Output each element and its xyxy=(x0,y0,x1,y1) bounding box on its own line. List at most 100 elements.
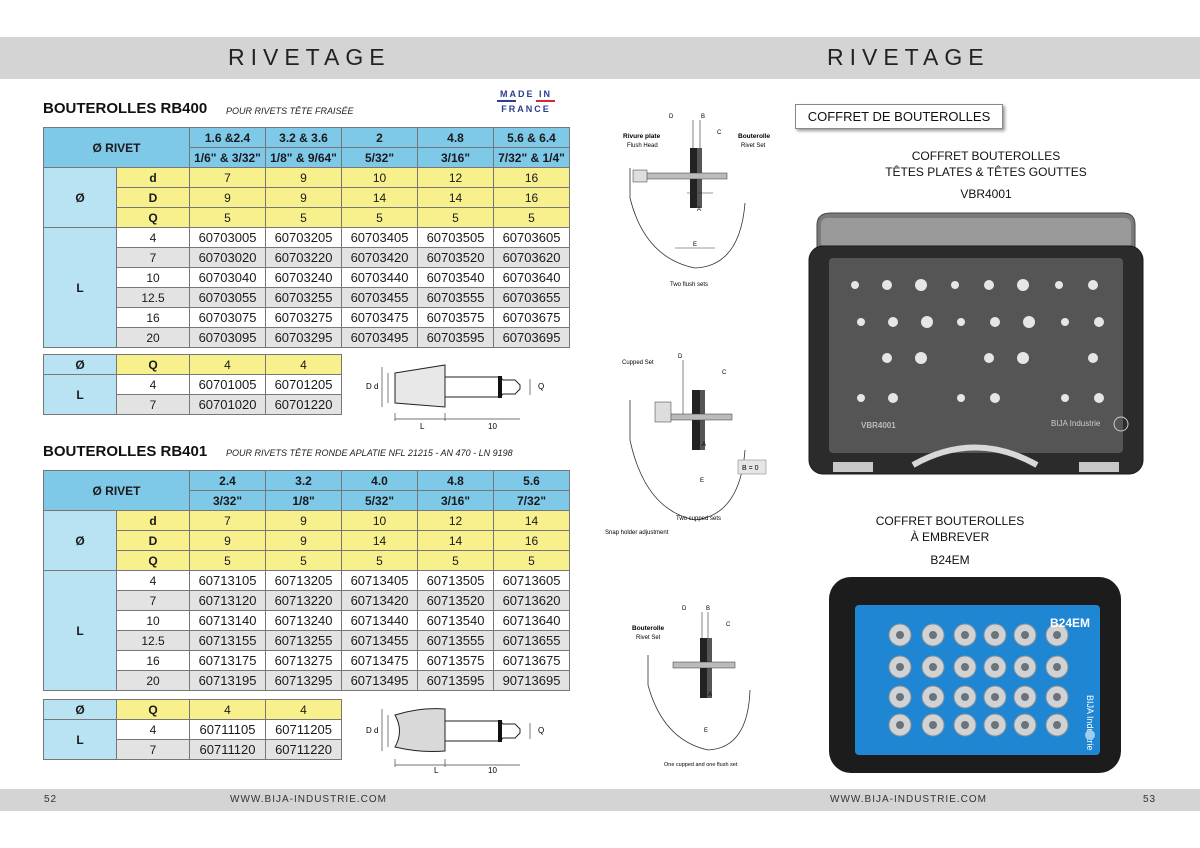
tool-socket-hole xyxy=(929,721,937,729)
tool-slot xyxy=(1061,318,1069,326)
tool-slot xyxy=(882,353,892,363)
rb400-small-table: Ø Q 4 4 L 4 60701005 60701205 7 60701020… xyxy=(43,354,342,415)
ref-cell: 60711205 xyxy=(265,719,342,740)
tool-slot xyxy=(857,318,865,326)
dim-key: Q xyxy=(116,699,190,720)
dim-value: 16 xyxy=(493,187,570,208)
ref-cell: 60713295 xyxy=(265,670,342,691)
tool-slot xyxy=(1094,317,1104,327)
tool-socket-hole xyxy=(1053,721,1061,729)
diagram-cupped-flush: D B C Bouterolle Rivet Set A E One cuppe… xyxy=(628,600,778,775)
ref-cell: 60713455 xyxy=(341,630,418,651)
coffret1-photo: VBR4001 BIJA Industrie xyxy=(803,210,1148,485)
ref-cell: 60713575 xyxy=(417,650,494,671)
dim-value: 14 xyxy=(417,530,494,551)
tool-socket-hole xyxy=(1053,631,1061,639)
ref-cell: 60713120 xyxy=(189,590,266,611)
svg-text:Bouterolle: Bouterolle xyxy=(632,625,665,632)
tool-slot xyxy=(1023,316,1035,328)
svg-text:D: D xyxy=(682,606,687,612)
tool-slot xyxy=(1061,394,1069,402)
ref-cell: 60703605 xyxy=(493,227,570,248)
drawing-label: Q xyxy=(538,726,544,735)
ref-cell: 60713155 xyxy=(189,630,266,651)
dim-value: 14 xyxy=(417,187,494,208)
coffret1-ref: VBR4001 xyxy=(960,187,1012,201)
ref-cell: 60713440 xyxy=(341,610,418,631)
ref-cell: 60713240 xyxy=(265,610,342,631)
size-header: 4.8 xyxy=(417,470,494,491)
dim-key: Q xyxy=(116,207,190,228)
coffret1-line2: TÊTES PLATES & TÊTES GOUTTES xyxy=(885,165,1087,179)
drawing-label: L xyxy=(420,422,425,431)
ref-cell: 60713655 xyxy=(493,630,570,651)
size-header: 2 xyxy=(341,127,418,148)
length-value: 4 xyxy=(116,227,190,248)
ref-cell: 60713620 xyxy=(493,590,570,611)
ref-cell: 60713640 xyxy=(493,610,570,631)
ref-cell: 60703440 xyxy=(341,267,418,288)
rb401-table: Ø RIVET 2.4 3.2 4.0 4.8 5.6 3/32" 1/8" 5… xyxy=(43,470,570,691)
ref-cell: 60713555 xyxy=(417,630,494,651)
svg-text:Flush Head: Flush Head xyxy=(627,143,658,149)
svg-text:Rivet Set: Rivet Set xyxy=(741,143,766,149)
ref-cell: 60703555 xyxy=(417,287,494,308)
header-band xyxy=(0,37,1200,79)
tool-slot xyxy=(984,280,994,290)
svg-text:Two flush sets: Two flush sets xyxy=(670,282,708,288)
tool-socket-hole xyxy=(1053,693,1061,701)
length-value: 12.5 xyxy=(116,630,190,651)
ref-cell: 60703475 xyxy=(341,307,418,328)
ref-cell: 60703055 xyxy=(189,287,266,308)
tool-slot xyxy=(984,353,994,363)
dim-value: 12 xyxy=(417,167,494,188)
ref-cell: 60701005 xyxy=(189,374,266,395)
ref-cell: 60703295 xyxy=(265,327,342,348)
tool-socket-hole xyxy=(896,663,904,671)
size-header: 3.2 xyxy=(265,470,342,491)
length-value: 4 xyxy=(116,719,190,740)
tool-slot xyxy=(857,394,865,402)
ref-cell: 60703575 xyxy=(417,307,494,328)
left-footer-url[interactable]: WWW.BIJA-INDUSTRIE.COM xyxy=(230,794,387,805)
dim-key: Q xyxy=(116,354,190,375)
tool-socket-hole xyxy=(1021,693,1029,701)
ref-cell: 60713540 xyxy=(417,610,494,631)
size-inch-header: 1/8" & 9/64" xyxy=(265,147,342,168)
ref-cell: 60711220 xyxy=(265,739,342,760)
dim-value: 4 xyxy=(265,699,342,720)
rb401-subtitle: POUR RIVETS TÊTE RONDE APLATIE NFL 21215… xyxy=(226,448,513,458)
dim-value: 12 xyxy=(417,510,494,531)
length-value: 10 xyxy=(116,267,190,288)
ref-cell: 60703695 xyxy=(493,327,570,348)
tool-socket-hole xyxy=(991,693,999,701)
ref-cell: 60713475 xyxy=(341,650,418,671)
drawing-label: d xyxy=(374,726,378,735)
size-header: 4.8 xyxy=(417,127,494,148)
right-footer-url[interactable]: WWW.BIJA-INDUSTRIE.COM xyxy=(830,794,987,805)
length-label: L xyxy=(43,227,117,348)
coffret2-line2: À EMBREVER xyxy=(910,530,990,544)
ref-cell: 60703020 xyxy=(189,247,266,268)
dim-key: d xyxy=(116,167,190,188)
ref-cell: 60703240 xyxy=(265,267,342,288)
ref-cell: 60703540 xyxy=(417,267,494,288)
rb401-title: BOUTEROLLES RB401 xyxy=(43,443,208,460)
dim-value: 9 xyxy=(189,187,266,208)
svg-text:One cupped and one flush set: One cupped and one flush set xyxy=(664,762,738,768)
size-header: 1.6 &2.4 xyxy=(189,127,266,148)
svg-text:Two cupped sets: Two cupped sets xyxy=(676,516,721,522)
right-page-number: 53 xyxy=(1143,794,1157,805)
drawing-label: d xyxy=(374,382,378,391)
dim-value: 9 xyxy=(265,187,342,208)
drawing-label: D xyxy=(366,726,372,735)
dim-value: 9 xyxy=(265,167,342,188)
svg-text:B: B xyxy=(706,606,710,612)
length-label: L xyxy=(43,719,117,760)
rb401-tool-drawing: D d Q L 10 xyxy=(360,699,560,784)
size-header: 2.4 xyxy=(189,470,266,491)
coffret2-case-label: B24EM xyxy=(1050,616,1090,630)
ref-cell: 60713675 xyxy=(493,650,570,671)
tool-slot xyxy=(888,317,898,327)
ref-cell: 60713520 xyxy=(417,590,494,611)
